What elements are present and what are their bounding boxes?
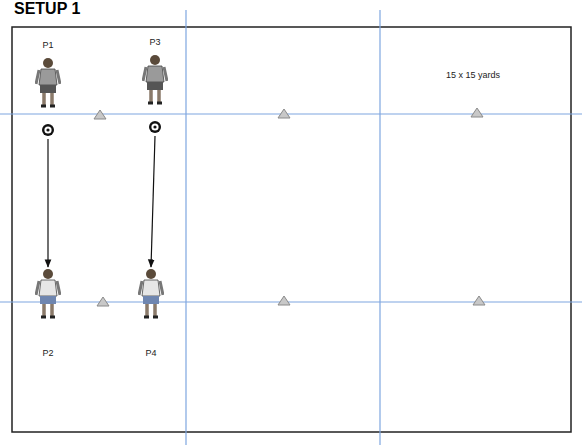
cone (97, 297, 109, 306)
player: P3 (137, 37, 173, 134)
soccer-ball (41, 123, 55, 137)
player-label: P1 (42, 40, 53, 51)
grid-line (379, 10, 380, 445)
cone (278, 296, 290, 305)
player-label: P3 (149, 37, 160, 48)
pass-arrow (47, 139, 48, 267)
grid-line (0, 113, 582, 114)
cone (473, 296, 485, 305)
grid-line (185, 10, 186, 445)
player: P4 (133, 268, 169, 359)
cone (94, 110, 106, 119)
cone (471, 108, 483, 117)
player-figure (138, 268, 164, 320)
player: P2 (30, 268, 66, 359)
player-figure (35, 57, 61, 109)
player-figure (142, 54, 168, 106)
player-label: P4 (145, 348, 156, 359)
field-size: 15 x 15 yards (446, 70, 500, 81)
player-label: P2 (42, 348, 53, 359)
player-figure (35, 268, 61, 320)
grid-line (0, 301, 582, 302)
soccer-ball (148, 120, 162, 134)
player: P1 (30, 40, 66, 137)
cones (94, 108, 485, 306)
cone (278, 109, 290, 118)
pass-arrow (151, 136, 155, 267)
drill-title: SETUP 1 (14, 0, 80, 18)
pitch-border (12, 27, 571, 432)
